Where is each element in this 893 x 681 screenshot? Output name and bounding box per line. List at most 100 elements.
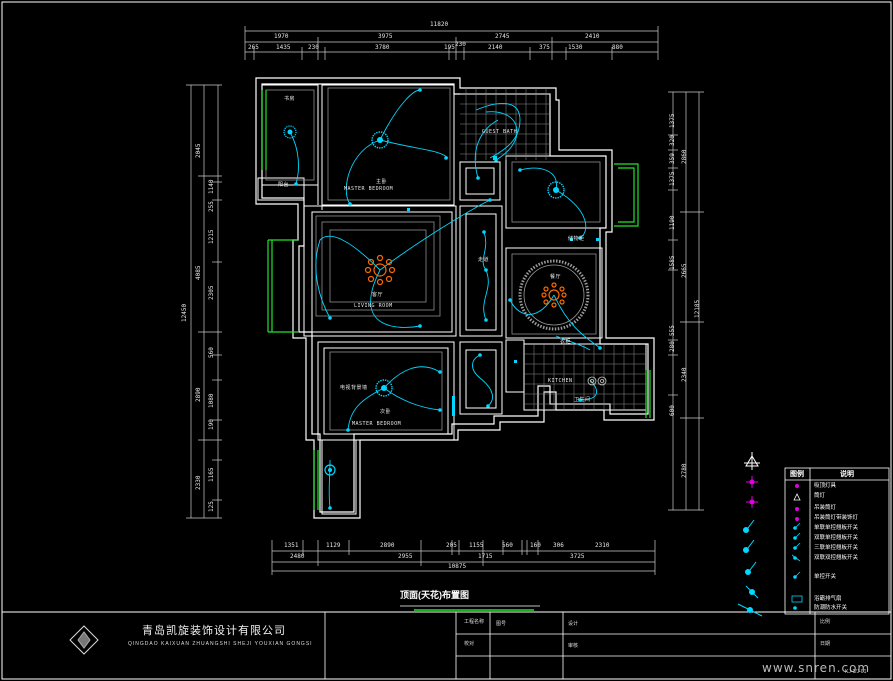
top-sub-dim-6: 230 bbox=[455, 41, 466, 48]
bottom-sub-dim-3: 1715 bbox=[478, 553, 493, 560]
bedroom2-en: MASTER BEDROOM bbox=[352, 421, 402, 427]
tb-field-design: 设计 bbox=[568, 621, 579, 627]
tb-field-scale: 比例 bbox=[820, 619, 831, 625]
right-sub-dim-6: 1585 bbox=[669, 255, 676, 270]
ceiling-fixtures bbox=[283, 125, 565, 476]
top-sub-dim-3: 230 bbox=[308, 44, 319, 51]
left-dim-4: 2330 bbox=[195, 475, 202, 490]
legend-item-5: 单联单控翘板开关 bbox=[814, 525, 859, 531]
bathroom-label: 卫生间 bbox=[574, 397, 591, 403]
right-total-dimension: 12185 bbox=[694, 299, 701, 318]
legend-item-9: 单控开关 bbox=[814, 574, 837, 580]
watermark: www.snren.com bbox=[762, 661, 871, 675]
company-name: 青岛凯旋装饰设计有限公司 bbox=[142, 624, 286, 637]
legend-item-10: 浴霸排气扇 bbox=[814, 596, 842, 602]
drawing-title: 顶面(天花)布置图 bbox=[400, 590, 469, 600]
wardrobe-label: 衣柜 bbox=[560, 339, 572, 345]
legend-item-1: 吸顶灯具 bbox=[814, 483, 837, 489]
tb-drawing-number: KJ-1/J-01 bbox=[845, 669, 867, 675]
legend-item-7: 三联单控翘板开关 bbox=[814, 545, 859, 551]
left-sub-dim-9: 125 bbox=[208, 501, 215, 512]
bottom-dim-2: 1129 bbox=[326, 542, 341, 549]
right-dim-3: 2340 bbox=[681, 367, 688, 382]
chandelier-living bbox=[364, 254, 396, 286]
legend-table bbox=[784, 467, 890, 615]
left-sub-dim-2: 255 bbox=[208, 201, 215, 212]
tb-field-approve: 审核 bbox=[568, 643, 579, 649]
bottom-dim-1: 1351 bbox=[284, 542, 299, 549]
left-total-dimension: 12450 bbox=[181, 303, 188, 322]
bottom-dim-9: 2310 bbox=[595, 542, 610, 549]
tb-field-drawing-no: 图号 bbox=[496, 621, 507, 627]
right-sub-dim-5: 1190 bbox=[669, 215, 676, 230]
right-sub-dim-7: 555 bbox=[669, 325, 676, 336]
top-total-dimension: 11820 bbox=[430, 21, 449, 28]
right-sub-dim-1: 1375 bbox=[669, 113, 676, 128]
legend-header-desc: 说明 bbox=[840, 471, 854, 478]
left-dimension-lines bbox=[186, 84, 222, 519]
chandelier-dining bbox=[541, 282, 567, 308]
legend-row-symbols bbox=[791, 484, 803, 610]
dining-round-ceiling bbox=[518, 259, 590, 331]
left-sub-dim-1: 1140 bbox=[208, 179, 215, 194]
tb-field-project: 工程名称 bbox=[464, 619, 485, 625]
right-sub-dim-4: 1375 bbox=[669, 171, 676, 186]
bottom-dim-7: 160 bbox=[530, 542, 541, 549]
top-sub-dim-4: 3780 bbox=[375, 44, 390, 51]
master-bedroom-label: 主卧 bbox=[376, 179, 388, 185]
left-dim-1: 2045 bbox=[195, 143, 202, 158]
study-label: 书房 bbox=[284, 96, 296, 102]
top-sub-dim-5: 195 bbox=[444, 44, 455, 51]
bottom-sub-dim-4: 3725 bbox=[570, 553, 585, 560]
kitchen-fixtures bbox=[587, 376, 607, 386]
windows bbox=[261, 90, 651, 611]
legend-symbol-marks bbox=[737, 476, 763, 617]
bottom-dim-4: 205 bbox=[446, 542, 457, 549]
left-dim-2: 4085 bbox=[195, 265, 202, 280]
right-sub-dim-2: 320 bbox=[669, 135, 676, 146]
living-label: 客厅 bbox=[372, 292, 384, 298]
company-logo bbox=[69, 625, 99, 655]
wiring-arcs bbox=[289, 89, 601, 509]
left-sub-dim-8: 190 bbox=[208, 419, 215, 430]
living-en: LIVING ROOM bbox=[354, 303, 393, 309]
bottom-dim-8: 306 bbox=[553, 542, 564, 549]
balcony-label: 阳台 bbox=[278, 182, 290, 188]
top-sub-dim-9: 1530 bbox=[568, 44, 583, 51]
top-dimension-lines bbox=[244, 26, 659, 60]
top-dim-1: 1970 bbox=[274, 33, 289, 40]
right-dim-2: 2665 bbox=[681, 263, 688, 278]
left-sub-dim-3: 1215 bbox=[208, 229, 215, 244]
top-sub-dim-1: 265 bbox=[248, 44, 259, 51]
tv-wall-label: 电视背景墙 bbox=[340, 385, 368, 391]
title-block-grid bbox=[324, 612, 891, 679]
tb-field-date: 日期 bbox=[820, 641, 831, 647]
top-sub-dim-8: 375 bbox=[539, 44, 550, 51]
tb-field-check: 校对 bbox=[464, 641, 475, 647]
bottom-dim-5: 1155 bbox=[469, 542, 484, 549]
dining-label: 餐厅 bbox=[550, 274, 562, 280]
right-sub-dim-3: 359 bbox=[669, 153, 676, 164]
top-dim-3: 2745 bbox=[495, 33, 510, 40]
right-dim-4: 2780 bbox=[681, 463, 688, 478]
bottom-dimension-lines bbox=[271, 540, 656, 575]
top-sub-dim-10: 880 bbox=[612, 44, 623, 51]
right-sub-dim-8: 280 bbox=[669, 341, 676, 352]
guest-bath-en: GUEST BATH bbox=[482, 129, 518, 135]
top-dim-2: 3975 bbox=[378, 33, 393, 40]
storage-label: 储物柜 bbox=[568, 236, 585, 242]
top-sub-dim-2: 1435 bbox=[276, 44, 291, 51]
kitchen-en: KITCHEN bbox=[548, 378, 573, 384]
bedroom2-label: 次卧 bbox=[380, 409, 392, 415]
legend-item-8: 双联双控翘板开关 bbox=[814, 555, 859, 561]
downlights bbox=[294, 88, 602, 510]
wall-switches bbox=[407, 156, 599, 416]
top-sub-dim-7: 2140 bbox=[488, 44, 503, 51]
left-sub-dim-6: 1080 bbox=[208, 393, 215, 408]
bottom-sub-dim-1: 2480 bbox=[290, 553, 305, 560]
bath-tile-grid bbox=[460, 88, 550, 160]
legend-item-2: 筒灯 bbox=[814, 493, 826, 499]
top-dim-4: 2410 bbox=[585, 33, 600, 40]
